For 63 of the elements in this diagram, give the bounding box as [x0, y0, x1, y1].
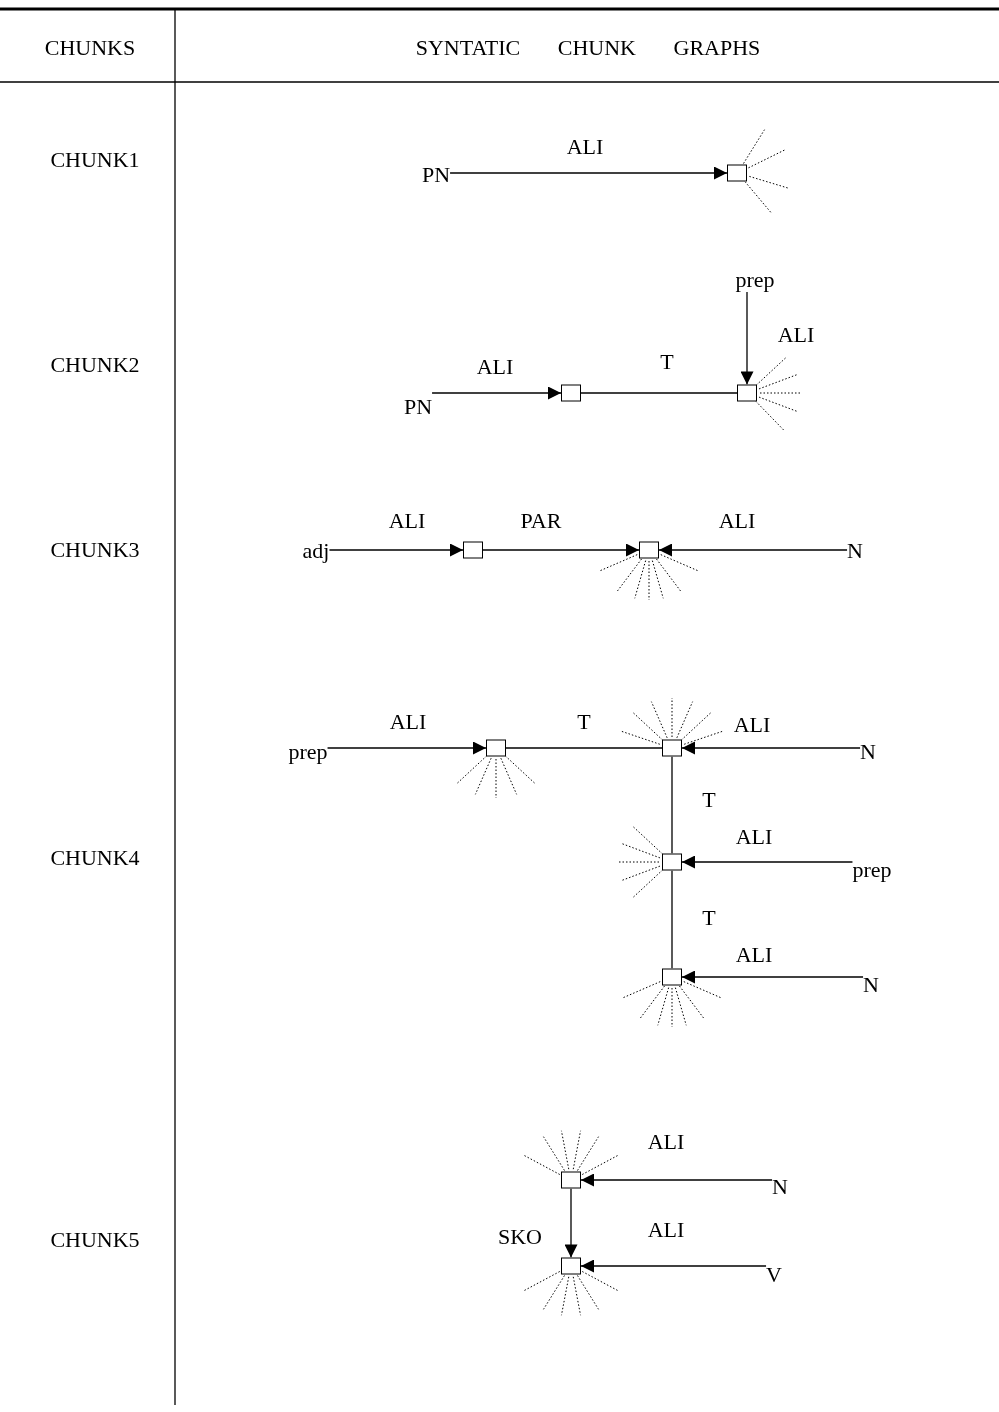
arrow: [564, 1187, 578, 1259]
word-label: N: [860, 739, 876, 765]
square-node: [486, 739, 506, 757]
square-node: [662, 739, 682, 757]
row-label: CHUNK5: [50, 1227, 140, 1253]
edge-label: ALI: [476, 354, 514, 380]
column-header: CHUNKS: [44, 35, 136, 61]
edge-label: ALI: [647, 1217, 685, 1243]
edge-label: T: [702, 905, 716, 931]
word-label: PN: [421, 162, 451, 188]
edge-label: ALI: [733, 712, 771, 738]
square-node: [727, 164, 747, 182]
edge-label: ALI: [388, 508, 426, 534]
relation-label: ALI: [777, 322, 815, 348]
row-label: CHUNK3: [50, 537, 140, 563]
connector-line: [671, 755, 673, 855]
edge-label: ALI: [647, 1129, 685, 1155]
row-label: CHUNK2: [50, 352, 140, 378]
word-label: N: [863, 972, 879, 998]
connector-line: [505, 747, 663, 749]
edge-label: ALI: [735, 824, 773, 850]
edge-label: ALI: [389, 709, 427, 735]
square-node: [737, 384, 757, 402]
row-label: CHUNK1: [50, 147, 140, 173]
arrow: [658, 543, 848, 557]
arrow: [740, 291, 754, 386]
edge-label: T: [577, 709, 591, 735]
square-node: [662, 853, 682, 871]
arrow: [328, 543, 464, 557]
word-label: V: [766, 1262, 782, 1288]
square-node: [561, 384, 581, 402]
arrow: [580, 1259, 767, 1273]
edge-label: ALI: [735, 942, 773, 968]
square-node: [463, 541, 483, 559]
word-label: N: [847, 538, 863, 564]
arrow: [580, 1173, 773, 1187]
edge-label: ALI: [718, 508, 756, 534]
square-node: [662, 968, 682, 986]
arrow: [326, 741, 487, 755]
column-header: SYNTATIC CHUNK GRAPHS: [415, 35, 761, 61]
arrow: [681, 855, 854, 869]
edge-label: T: [702, 787, 716, 813]
arrow: [482, 543, 640, 557]
word-label: prep: [852, 857, 892, 883]
arrow: [681, 970, 864, 984]
square-node: [561, 1171, 581, 1189]
edge-label: PAR: [520, 508, 562, 534]
edge-label: SKO: [498, 1224, 542, 1250]
word-label: prep: [735, 267, 775, 293]
word-label: N: [772, 1174, 788, 1200]
arrow: [431, 386, 562, 400]
square-node: [639, 541, 659, 559]
word-label: PN: [403, 394, 433, 420]
arrow: [681, 741, 861, 755]
square-node: [561, 1257, 581, 1275]
edge-label: T: [660, 349, 674, 375]
connector-line: [671, 869, 673, 970]
word-label: prep: [288, 739, 328, 765]
word-label: adj: [302, 538, 330, 564]
row-label: CHUNK4: [50, 845, 140, 871]
arrow: [449, 166, 728, 180]
connector-line: [580, 392, 738, 394]
edge-label: ALI: [566, 134, 604, 160]
